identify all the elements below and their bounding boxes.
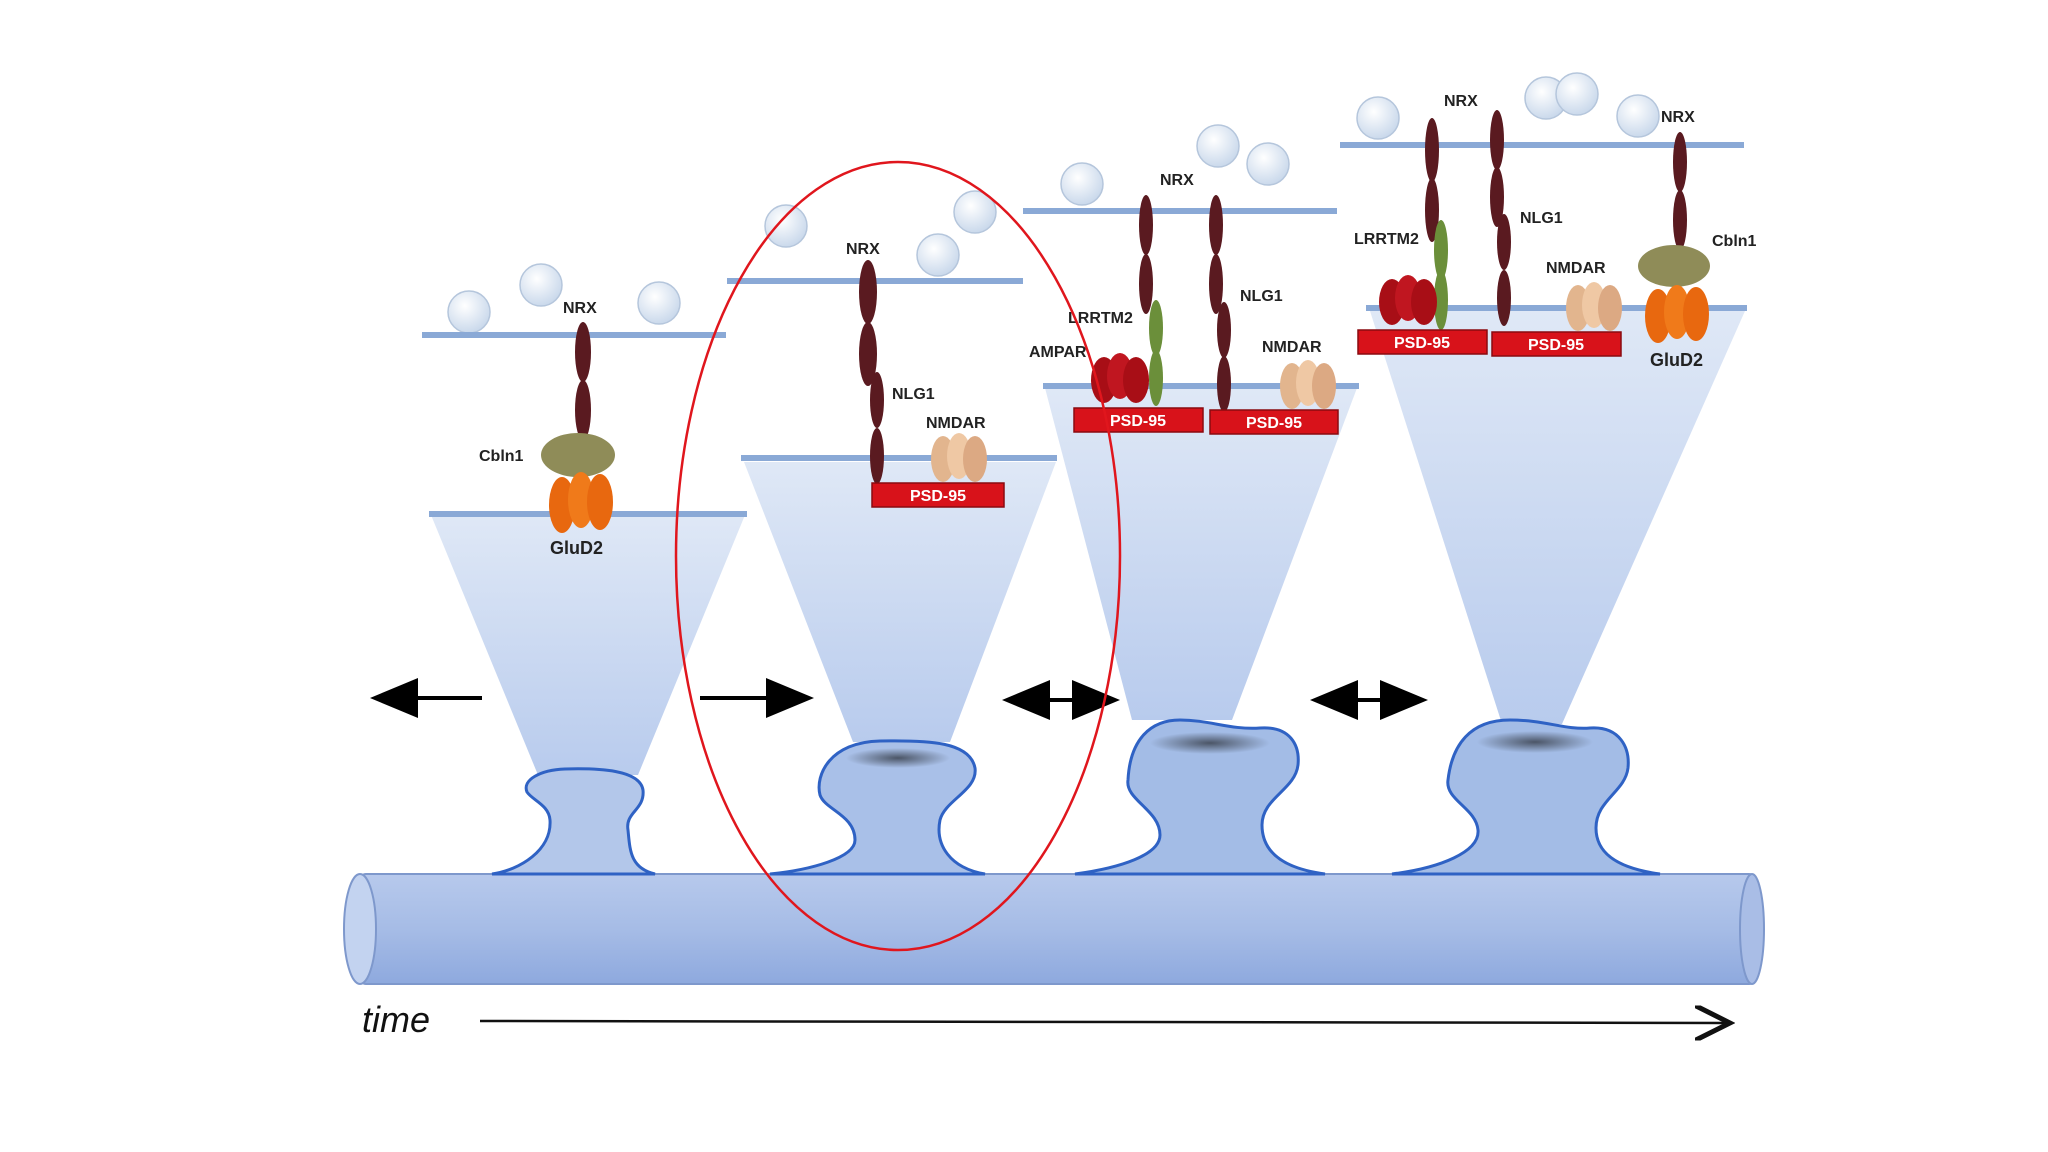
highlight-circle (674, 160, 1122, 952)
vesicles (447, 263, 681, 334)
synaptic-cone (1045, 388, 1357, 720)
lrrtm2-protein (1149, 300, 1163, 406)
spine (1391, 718, 1661, 876)
vesicles (1356, 72, 1660, 140)
postsynaptic-density (1150, 732, 1270, 754)
time-axis: time (362, 999, 1730, 1040)
postsynaptic-membrane (741, 455, 1057, 461)
vesicles (1060, 124, 1290, 206)
lrrtm2-protein (1434, 220, 1448, 330)
nlg1-protein (1497, 214, 1511, 326)
nmdar-label: NMDAR (1546, 260, 1606, 277)
nmdar-protein (1566, 282, 1622, 331)
synaptic-cone (1370, 311, 1745, 724)
psd95-label: PSD-95 (1394, 335, 1450, 352)
presynaptic-membrane (1340, 142, 1744, 148)
nlg1-protein (870, 372, 884, 484)
nmdar-protein (931, 433, 987, 482)
cbln1-protein (541, 433, 615, 477)
postsynaptic-density (846, 748, 950, 768)
nrx-label: NRX (846, 241, 880, 258)
lrrtm2-label: LRRTM2 (1354, 231, 1419, 248)
presynaptic-membrane (422, 332, 726, 338)
postsynaptic-membrane (1366, 305, 1747, 311)
nrx-protein-c (1673, 132, 1687, 250)
glud2-protein (1645, 285, 1709, 343)
synaptic-cone (431, 515, 745, 775)
nmdar-label: NMDAR (1262, 339, 1322, 356)
dendrite (343, 873, 1765, 985)
nrx-label-a: NRX (1444, 93, 1478, 110)
stage-4: NRX LRRTM2 NLG1 NMDAR NRX (1340, 72, 1757, 876)
presynaptic-membrane (1023, 208, 1337, 214)
time-label: time (362, 999, 430, 1040)
spine (769, 739, 986, 876)
psd95-box: PSD-95 (871, 482, 1005, 508)
glud2-label: GluD2 (1650, 350, 1703, 370)
nmdar-label: NMDAR (926, 415, 986, 432)
nlg1-label: NLG1 (1240, 288, 1283, 305)
psd95-label: PSD-95 (1246, 415, 1302, 432)
stage-3: NRX LRRTM2 AMPAR NLG1 NMDAR PSD-95 (1023, 124, 1359, 876)
cbln1-label: Cbln1 (1712, 233, 1757, 250)
stage-2: NRX NLG1 NMDAR PSD-95 (727, 190, 1057, 876)
nmdar-protein (1280, 360, 1336, 409)
nrx-protein (575, 322, 591, 440)
ampar-protein (1379, 275, 1437, 325)
glud2-protein (549, 472, 613, 533)
nrx-label-b: NRX (1661, 109, 1695, 126)
synaptic-cone (744, 462, 1056, 742)
glud2-label: GluD2 (550, 538, 603, 558)
psd95-label: PSD-95 (910, 488, 966, 505)
psd95-box-b: PSD-95 (1209, 409, 1339, 435)
nlg1-protein (1217, 302, 1231, 412)
psd95-box-a: PSD-95 (1357, 329, 1488, 355)
psd95-box-a: PSD-95 (1073, 407, 1204, 433)
postsynaptic-membrane (1043, 383, 1359, 389)
spine (491, 767, 656, 876)
nlg1-label: NLG1 (892, 386, 935, 403)
psd95-label: PSD-95 (1110, 413, 1166, 430)
spine (1074, 718, 1326, 876)
cbln1-protein (1638, 245, 1710, 287)
nrx-protein (859, 260, 877, 386)
stage-1: NRX Cbln1 GluD2 (422, 263, 747, 876)
dynamics-arrows (370, 678, 1428, 720)
time-arrow (479, 1021, 1730, 1023)
nrx-protein-a (1425, 118, 1439, 242)
nrx-protein (1139, 195, 1223, 314)
nlg1-label: NLG1 (1520, 210, 1563, 227)
psd95-box-b: PSD-95 (1491, 331, 1622, 357)
ampar-label: AMPAR (1029, 344, 1087, 361)
psd95-label: PSD-95 (1528, 337, 1584, 354)
nrx-protein-b (1490, 110, 1504, 227)
cbln1-label: Cbln1 (479, 448, 524, 465)
postsynaptic-density (1477, 731, 1593, 753)
nrx-label: NRX (563, 300, 597, 317)
nrx-label: NRX (1160, 172, 1194, 189)
lrrtm2-label: LRRTM2 (1068, 310, 1133, 327)
ampar-protein (1091, 353, 1149, 403)
vesicles (764, 190, 997, 277)
